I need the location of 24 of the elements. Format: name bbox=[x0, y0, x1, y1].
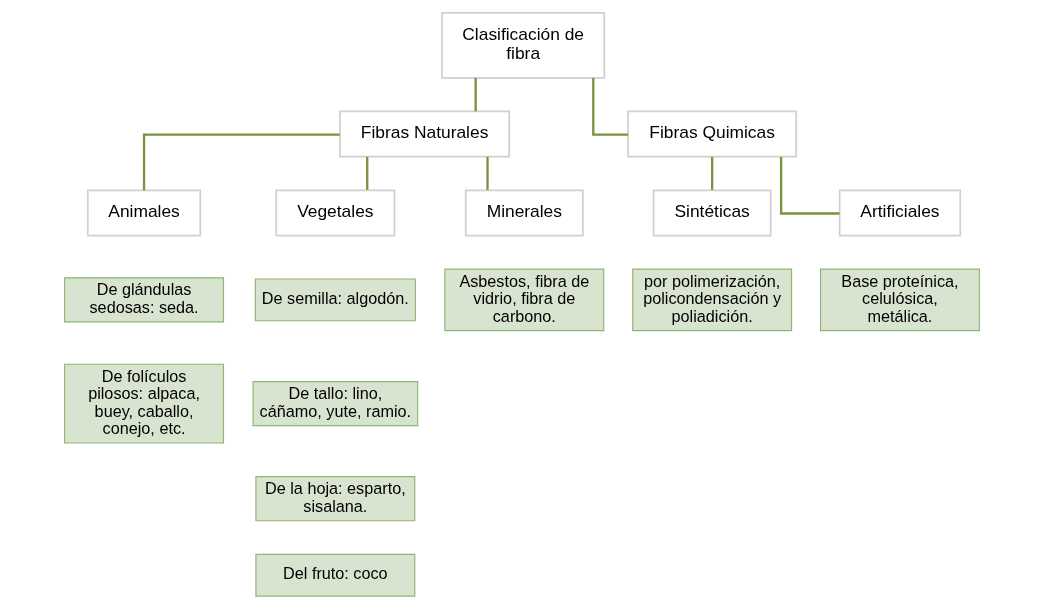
node-box: Fibras Quimicas bbox=[627, 110, 798, 158]
connector bbox=[710, 156, 714, 190]
node-box: Minerales bbox=[464, 189, 584, 237]
node-box: De folículos pilosos: alpaca, buey, caballo, conejo, etc. bbox=[64, 363, 225, 444]
node-box: De la hoja: esparto, sisalana. bbox=[255, 476, 416, 522]
node-box: De tallo: lino, cáñamo, yute, ramio. bbox=[252, 381, 419, 427]
node-box: Del fruto: coco bbox=[255, 553, 416, 597]
node-box: Fibras Naturales bbox=[339, 110, 511, 158]
node-box: Clasificación de fibra bbox=[441, 12, 606, 79]
connector bbox=[366, 156, 369, 190]
connector bbox=[592, 78, 628, 136]
connector bbox=[779, 157, 840, 215]
node-box: De semilla: algodón. bbox=[254, 278, 416, 322]
node-box: Asbestos, fibra de vidrio, fibra de carbono. bbox=[444, 268, 605, 332]
connector bbox=[486, 156, 489, 190]
node-box: De glándulas sedosas: seda. bbox=[64, 277, 225, 323]
node-box: Artificiales bbox=[838, 189, 962, 237]
connector bbox=[474, 77, 477, 112]
node-box: Vegetales bbox=[275, 189, 396, 237]
connector bbox=[142, 133, 340, 191]
node-box: Sintéticas bbox=[652, 189, 772, 237]
node-box: Animales bbox=[86, 189, 202, 237]
node-box: Base proteínica, celulósica, metálica. bbox=[819, 268, 980, 332]
node-box: por polimerización, policondensación y poliadición. bbox=[632, 268, 793, 332]
